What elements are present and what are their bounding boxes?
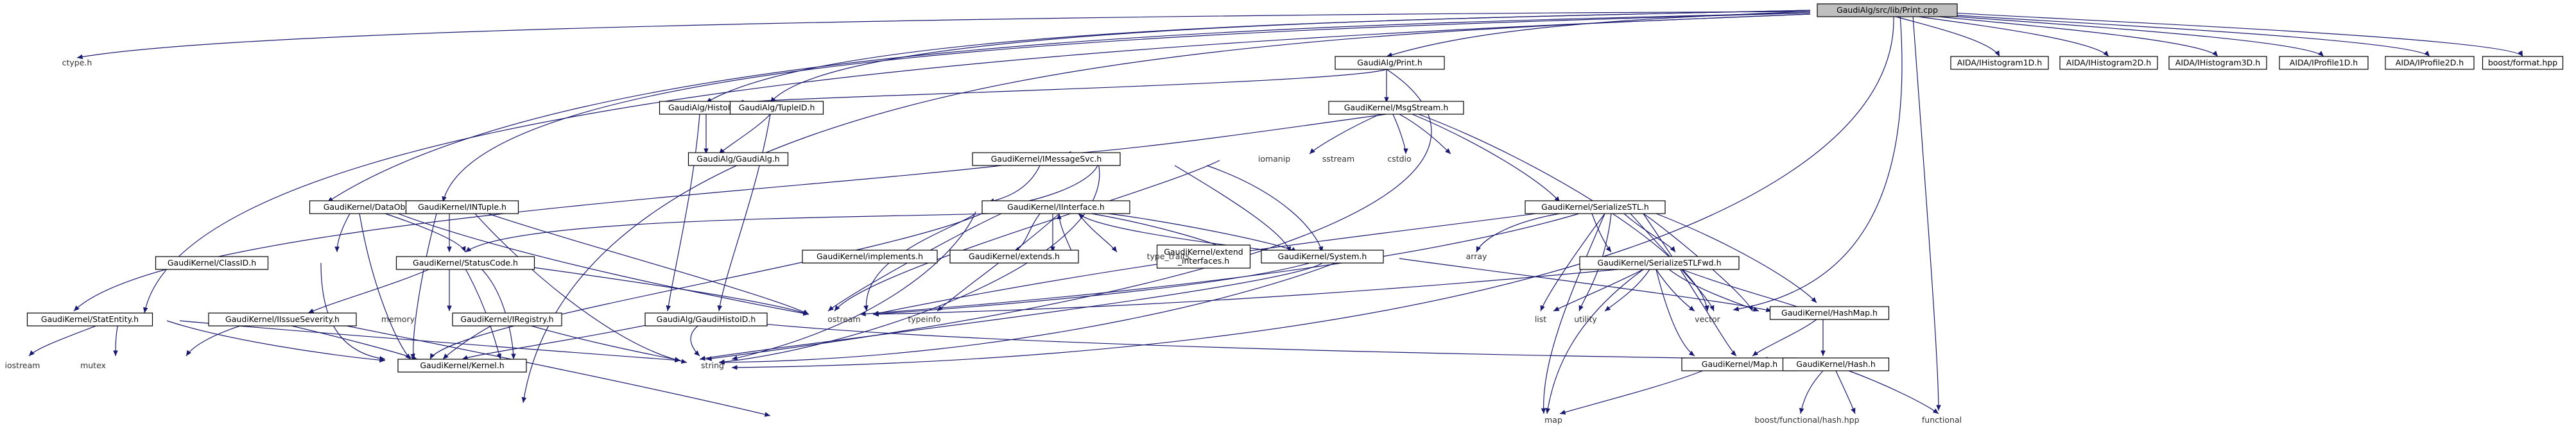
node-label: GaudiKernel/ClassID.h	[168, 258, 256, 267]
node-label: GaudiKernel/System.h	[1278, 251, 1367, 261]
node-label: GaudiKernel/Map.h	[1702, 359, 1777, 369]
leaf-cstdio: cstdio	[1387, 154, 1411, 164]
node-h3d[interactable]: AIDA/IHistogram3D.h	[2168, 56, 2267, 70]
node-serializestl[interactable]: GaudiKernel/SerializeSTL.h	[1525, 200, 1666, 214]
leaf-map: map	[1544, 415, 1562, 425]
leaf-sstream: sstream	[1322, 154, 1354, 164]
node-label: GaudiKernel/IRegistry.h	[460, 314, 553, 324]
node-extends[interactable]: GaudiKernel/extends.h	[949, 250, 1079, 264]
node-extend-interfaces[interactable]: GaudiKernel/extend_interfaces.h	[1156, 244, 1251, 269]
leaf-iostream: iostream	[5, 361, 40, 370]
node-statuscode[interactable]: GaudiKernel/StatusCode.h	[395, 256, 535, 270]
node-ihashmap[interactable]: GaudiKernel/HashMap.h	[1769, 306, 1890, 320]
node-bformat[interactable]: boost/format.hpp	[2482, 56, 2564, 70]
node-label: AIDA/IHistogram2D.h	[2066, 58, 2151, 67]
leaf-type-traits: type_traits	[1147, 251, 1190, 261]
node-system[interactable]: GaudiKernel/System.h	[1261, 250, 1384, 264]
node-iissueseverity[interactable]: GaudiKernel/IIssueSeverity.h	[208, 312, 357, 327]
node-label: AIDA/IHistogram3D.h	[2175, 58, 2260, 67]
node-label: GaudiAlg/GaudiAlg.h	[696, 154, 779, 164]
node-label: GaudiKernel/IMessageSvc.h	[991, 154, 1102, 164]
node-p1d[interactable]: AIDA/IProfile1D.h	[2279, 56, 2369, 70]
node-h2d[interactable]: AIDA/IHistogram2D.h	[2059, 56, 2158, 70]
edges	[28, 10, 2523, 417]
node-label: GaudiAlg/GaudiHistoID.h	[657, 314, 756, 324]
leaf-list: list	[1535, 314, 1546, 324]
node-msgstream[interactable]: GaudiKernel/MsgStream.h	[1328, 101, 1464, 115]
node-label: GaudiKernel/Kernel.h	[420, 361, 504, 370]
leaf-utility: utility	[1574, 314, 1597, 324]
leaf-vector: vector	[1695, 314, 1721, 324]
node-map-h[interactable]: GaudiKernel/Map.h	[1681, 357, 1798, 371]
node-tupleid[interactable]: GaudiAlg/TupleID.h	[729, 101, 824, 115]
node-label: GaudiKernel/INTuple.h	[418, 202, 506, 212]
node-p2d[interactable]: AIDA/IProfile2D.h	[2385, 56, 2475, 70]
node-label: GaudiKernel/IIssueSeverity.h	[225, 314, 340, 324]
node-label: _interfaces.h	[1177, 256, 1229, 266]
node-label: AIDA/IProfile1D.h	[2290, 58, 2358, 67]
node-gaudihistoid[interactable]: GaudiAlg/GaudiHistoID.h	[644, 312, 768, 327]
leaf-array: array	[1466, 251, 1487, 261]
leaf-string: string	[701, 361, 724, 370]
node-label: GaudiKernel/extends.h	[969, 251, 1060, 261]
node-label: GaudiKernel/extend	[1164, 247, 1243, 257]
leaf-mutex: mutex	[80, 361, 106, 370]
node-label: GaudiKernel/StatusCode.h	[413, 258, 518, 267]
node-kernel[interactable]: GaudiKernel/Kernel.h	[397, 359, 527, 373]
node-label: GaudiAlg/HistoID.h	[668, 103, 744, 112]
node-label: GaudiKernel/SerializeSTLFwd.h	[1597, 258, 1721, 267]
node-label: GaudiKernel/DataObject.h	[324, 202, 428, 212]
node-label: GaudiKernel/implements.h	[817, 251, 923, 261]
node-print-h[interactable]: GaudiAlg/Print.h	[1335, 56, 1445, 70]
node-label: GaudiAlg/src/lib/Print.cpp	[1837, 5, 1938, 15]
node-hash[interactable]: GaudiKernel/Hash.h	[1782, 357, 1890, 371]
node-iregistry[interactable]: GaudiKernel/IRegistry.h	[452, 312, 562, 327]
node-label: AIDA/IProfile2D.h	[2396, 58, 2464, 67]
leaf-ctype: ctype.h	[62, 58, 92, 67]
node-imessagesvc[interactable]: GaudiKernel/IMessageSvc.h	[972, 152, 1121, 166]
node-statentity[interactable]: GaudiKernel/StatEntity.h	[26, 312, 153, 327]
node-root[interactable]: GaudiAlg/src/lib/Print.cpp	[1817, 3, 1958, 17]
node-label: GaudiKernel/StatEntity.h	[41, 314, 139, 324]
node-label: GaudiAlg/TupleID.h	[739, 103, 815, 112]
node-label: GaudiKernel/SerializeSTL.h	[1541, 202, 1649, 212]
leaf-ostream: ostream	[827, 314, 860, 324]
node-label: GaudiKernel/HashMap.h	[1781, 308, 1878, 318]
leaf-memory: memory	[381, 314, 415, 324]
leaf-functional: functional	[1922, 415, 1962, 425]
node-label: GaudiKernel/Hash.h	[1796, 359, 1876, 369]
leaf-iomanip: iomanip	[1258, 154, 1290, 164]
node-label: GaudiKernel/MsgStream.h	[1344, 103, 1449, 112]
node-implements[interactable]: GaudiKernel/implements.h	[802, 250, 938, 264]
node-histoid[interactable]: GaudiAlg/HistoID.h	[659, 101, 754, 115]
node-h1d[interactable]: AIDA/IHistogram1D.h	[1950, 56, 2049, 70]
node-iinterface[interactable]: GaudiKernel/IInterface.h	[981, 200, 1130, 214]
node-serializestlfwd[interactable]: GaudiKernel/SerializeSTLFwd.h	[1579, 256, 1740, 270]
node-label: AIDA/IHistogram1D.h	[1957, 58, 2042, 67]
leaf-typeinfo: typeinfo	[908, 314, 940, 324]
node-label: GaudiKernel/IInterface.h	[1007, 202, 1105, 212]
node-gaudialg[interactable]: GaudiAlg/GaudiAlg.h	[687, 152, 789, 166]
node-intuple[interactable]: GaudiKernel/INTuple.h	[405, 200, 519, 214]
node-classid[interactable]: GaudiKernel/ClassID.h	[155, 256, 269, 270]
node-label: boost/format.hpp	[2488, 58, 2557, 67]
leaf-bfh: boost/functional/hash.hpp	[1754, 415, 1859, 425]
node-label: GaudiAlg/Print.h	[1357, 58, 1422, 67]
